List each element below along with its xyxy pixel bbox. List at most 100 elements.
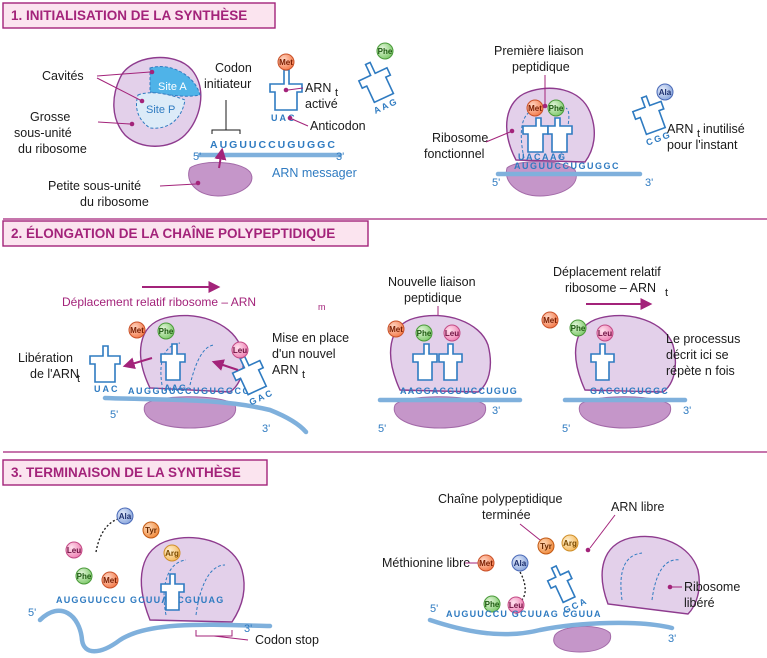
svg-text:UACAAG: UACAAG <box>518 152 567 162</box>
mrna-sequence-left: AUGGUUCCU GCUUAGCGUUAG <box>56 595 224 605</box>
ribosome-libere <box>601 535 700 615</box>
mrna-sequence-b: AAGGACGUUCCUGUG <box>400 386 518 396</box>
svg-text:Tyr: Tyr <box>540 542 552 551</box>
svg-text:ARN: ARN <box>272 363 298 377</box>
svg-text:1. INITIALISATION DE LA SYNTHÈ: 1. INITIALISATION DE LA SYNTHÈSE <box>11 8 247 23</box>
section-1-header: 1. INITIALISATION DE LA SYNTHÈSE <box>2 2 276 29</box>
site-p-cavity <box>136 92 186 129</box>
arn-messager-label: ARN messager <box>272 166 357 180</box>
s2-panel-c: Déplacement relatif ribosome – ARN t GAC… <box>541 265 740 435</box>
premiere-liaison-label: Première liaison <box>494 44 584 58</box>
cavites-label: Cavités <box>42 69 84 83</box>
svg-text:Phe: Phe <box>485 600 500 609</box>
grosse-label-1: Grosse <box>30 110 70 124</box>
svg-text:3': 3' <box>492 405 500 417</box>
grosse-label-2: sous-unité <box>14 126 72 140</box>
codon-label-2: initiateur <box>204 77 251 91</box>
mrna-sequence-a: AUGGUUCCUGUGGCC <box>128 386 251 396</box>
s3-right-panel: Chaîne polypeptidique terminée ARN libre… <box>382 492 740 653</box>
svg-text:Phe: Phe <box>549 104 564 113</box>
svg-text:Met: Met <box>389 325 403 334</box>
mrna-sequence-right: AUGUUCCUGUGGC <box>514 161 620 171</box>
section-3-header: 3. TERMINAISON DE LA SYNTHÈSE <box>2 459 268 486</box>
svg-text:inutilisé: inutilisé <box>703 122 745 136</box>
svg-text:Leu: Leu <box>509 601 523 610</box>
petite-label-2: du ribosome <box>80 195 149 209</box>
svg-text:de l'ARN: de l'ARN <box>30 367 79 381</box>
liberation-label: Libération <box>18 351 73 365</box>
anticodon-label: Anticodon <box>310 119 366 133</box>
svg-text:5': 5' <box>492 177 500 189</box>
arnt-inutilise-label: ARN <box>667 122 693 136</box>
deplacement-label: Déplacement relatif ribosome – ARN <box>62 295 256 309</box>
svg-text:répète n fois: répète n fois <box>666 364 735 378</box>
svg-text:Ala: Ala <box>514 559 527 568</box>
chaine-terminee-label: Chaîne polypeptidique <box>438 492 562 506</box>
trna-phe-free: AAG <box>357 61 400 116</box>
s1-right-panel: AUGUUCCUGUGGC UACAAG 5' 3' Met Phe Premi… <box>424 44 745 197</box>
aa-met-r <box>526 99 544 117</box>
aa-leu <box>231 341 249 359</box>
svg-text:Ala: Ala <box>659 88 672 97</box>
svg-text:5': 5' <box>193 151 201 163</box>
svg-text:5': 5' <box>430 603 438 615</box>
section-2-header: 2. ÉLONGATION DE LA CHAÎNE POLYPEPTIDIQU… <box>2 220 369 247</box>
small-subunit <box>188 161 253 197</box>
svg-text:peptidique: peptidique <box>404 291 462 305</box>
svg-text:Leu: Leu <box>598 329 612 338</box>
svg-text:Phe: Phe <box>417 329 432 338</box>
svg-text:peptidique: peptidique <box>512 60 570 74</box>
svg-text:3': 3' <box>244 623 252 635</box>
svg-text:fonctionnel: fonctionnel <box>424 147 484 161</box>
aa-met <box>277 53 295 71</box>
svg-text:Phe: Phe <box>77 572 92 581</box>
svg-text:m: m <box>318 302 326 312</box>
s2-panel-b: Nouvelle liaison peptidique AAGGACGUUCCU… <box>377 275 523 435</box>
svg-text:t: t <box>302 369 305 381</box>
svg-text:Met: Met <box>479 559 493 568</box>
svg-text:5': 5' <box>378 423 386 435</box>
svg-text:Leu: Leu <box>67 546 81 555</box>
svg-text:terminée: terminée <box>482 508 531 522</box>
svg-text:Phe: Phe <box>159 327 174 336</box>
arnt-label: ARN <box>305 81 331 95</box>
svg-text:libéré: libéré <box>684 596 715 610</box>
svg-text:Met: Met <box>130 326 144 335</box>
svg-text:ribosome – ARN: ribosome – ARN <box>565 281 656 295</box>
mrna-sequence: AUGUUCCUGUGGC <box>210 139 337 151</box>
methionine-libre-label: Méthionine libre <box>382 556 470 570</box>
svg-text:Met: Met <box>543 316 557 325</box>
aa-phe <box>376 42 394 60</box>
mrna-sequence-right-s3: AUGUUCCU GCUUAG CGUUA <box>446 609 602 619</box>
svg-text:Leu: Leu <box>233 346 247 355</box>
codon-label-1: Codon <box>215 61 252 75</box>
svg-text:Tyr: Tyr <box>145 526 157 535</box>
petite-label-1: Petite sous-unité <box>48 179 141 193</box>
svg-text:pour l'instant: pour l'instant <box>667 138 738 152</box>
svg-text:2. ÉLONGATION DE LA CHAÎNE POL: 2. ÉLONGATION DE LA CHAÎNE POLYPEPTIDIQU… <box>11 226 335 241</box>
svg-text:Met: Met <box>279 58 293 67</box>
svg-text:Phe: Phe <box>571 324 586 333</box>
svg-text:Phe: Phe <box>378 47 393 56</box>
svg-text:3': 3' <box>336 151 344 163</box>
grosse-label-3: du ribosome <box>18 142 87 156</box>
svg-text:t: t <box>335 87 338 99</box>
svg-text:Ala: Ala <box>119 512 132 521</box>
deplacement-relatif-label: Déplacement relatif <box>553 265 661 279</box>
svg-text:t: t <box>77 373 80 385</box>
s3-left-panel: AUGGUUCCU GCUUAGCGUUAG 5' 3' Ala Tyr Arg… <box>28 507 319 654</box>
arn-libre-label: ARN libre <box>611 500 665 514</box>
svg-text:3': 3' <box>668 633 676 645</box>
svg-text:activé: activé <box>305 97 338 111</box>
svg-text:d'un nouvel: d'un nouvel <box>272 347 336 361</box>
svg-text:Met: Met <box>528 104 542 113</box>
svg-text:Leu: Leu <box>445 329 459 338</box>
svg-text:UAC: UAC <box>94 384 120 394</box>
site-p-label: Site P <box>146 104 175 116</box>
processus-label: Le processus <box>666 332 740 346</box>
aa-ala <box>656 83 674 101</box>
svg-text:5': 5' <box>110 409 118 421</box>
svg-text:3. TERMINAISON DE LA SYNTHÈSE: 3. TERMINAISON DE LA SYNTHÈSE <box>11 465 241 480</box>
codon-stop-label: Codon stop <box>255 633 319 647</box>
